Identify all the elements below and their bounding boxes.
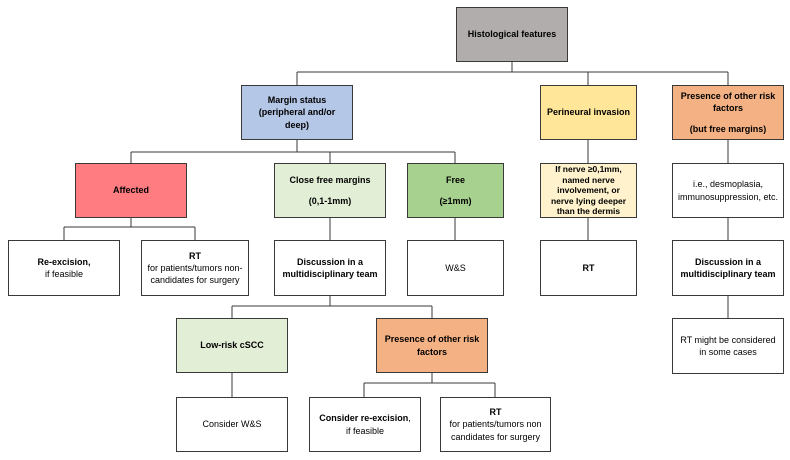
node-rt-might: RT might be considered in some cases (672, 318, 784, 374)
node-histological-features: Histological features (456, 7, 568, 62)
node-label: Affected (112, 185, 149, 196)
node-label: RT (189, 250, 201, 261)
node-label: Discussion in a multidisciplinary team (282, 256, 378, 279)
node-sublabel: (0,1-1mm) (308, 195, 352, 206)
node-other-risk-factors: Presence of other risk factors (but free… (672, 85, 784, 140)
node-discussion-close: Discussion in a multidisciplinary team (274, 240, 386, 296)
node-label: Close free margins (289, 175, 371, 186)
node-low-risk-cscc: Low-risk cSCC (176, 318, 288, 373)
node-label: RT (582, 262, 595, 273)
node-affected: Affected (75, 163, 187, 218)
node-sublabel: (peripheral and/or deep) (258, 107, 336, 130)
node-rt-affected: RT for patients/tumors non-candidates fo… (141, 240, 249, 296)
node-consider-ws: Consider W&S (176, 397, 288, 452)
node-ws-free: W&S (407, 240, 504, 296)
node-sublabel: for patients/tumors non candidates for s… (449, 419, 542, 442)
node-sublabel: if feasible (345, 425, 385, 436)
node-margin-status: Margin status (peripheral and/or deep) (241, 85, 353, 140)
node-label: Histological features (467, 29, 557, 40)
node-label: RT (489, 407, 502, 418)
node-label: Low-risk cSCC (200, 340, 264, 351)
node-label: Discussion in a multidisciplinary team (680, 256, 776, 279)
node-other-risk-close: Presence of other risk factors (376, 318, 488, 373)
node-label: Consider re-excision, (319, 412, 411, 424)
node-label: Margin status (267, 95, 327, 106)
node-discussion-other: Discussion in a multidisciplinary team (672, 240, 784, 296)
node-label-rest: , (408, 413, 411, 424)
node-re-excision: Re-excision, if feasible (8, 240, 120, 296)
node-nerve-criteria: If nerve ≥0,1mm, named nerve involvement… (540, 163, 637, 218)
node-sublabel: (but free margins) (689, 123, 767, 134)
node-examples: i.e., desmoplasia, immunosuppression, et… (672, 163, 784, 218)
node-sublabel: if feasible (44, 269, 84, 279)
node-label: W&S (445, 262, 466, 273)
node-label: Presence of other risk factors (384, 334, 480, 357)
node-close-free-margins: Close free margins (0,1-1mm) (274, 163, 386, 218)
node-rt-close: RT for patients/tumors non candidates fo… (440, 397, 551, 452)
node-rt-perineural: RT (540, 240, 637, 296)
node-label: Consider W&S (202, 419, 262, 430)
node-perineural-invasion: Perineural invasion (540, 85, 637, 140)
node-label: i.e., desmoplasia, immunosuppression, et… (677, 179, 779, 202)
node-sublabel: (≥1mm) (439, 195, 472, 206)
node-label: If nerve ≥0,1mm, named nerve involvement… (550, 163, 627, 217)
node-sublabel: for patients/tumors non-candidates for s… (147, 262, 243, 286)
node-label-bold: Consider re-excision (319, 413, 409, 424)
node-label: Presence of other risk factors (680, 91, 776, 114)
node-label: RT might be considered in some cases (680, 334, 776, 357)
node-label: Free (445, 175, 465, 186)
node-label: Perineural invasion (546, 107, 631, 118)
node-consider-re-excision: Consider re-excision, if feasible (309, 397, 421, 452)
node-free: Free (≥1mm) (407, 163, 504, 218)
node-label: Re-excision, (37, 256, 91, 267)
